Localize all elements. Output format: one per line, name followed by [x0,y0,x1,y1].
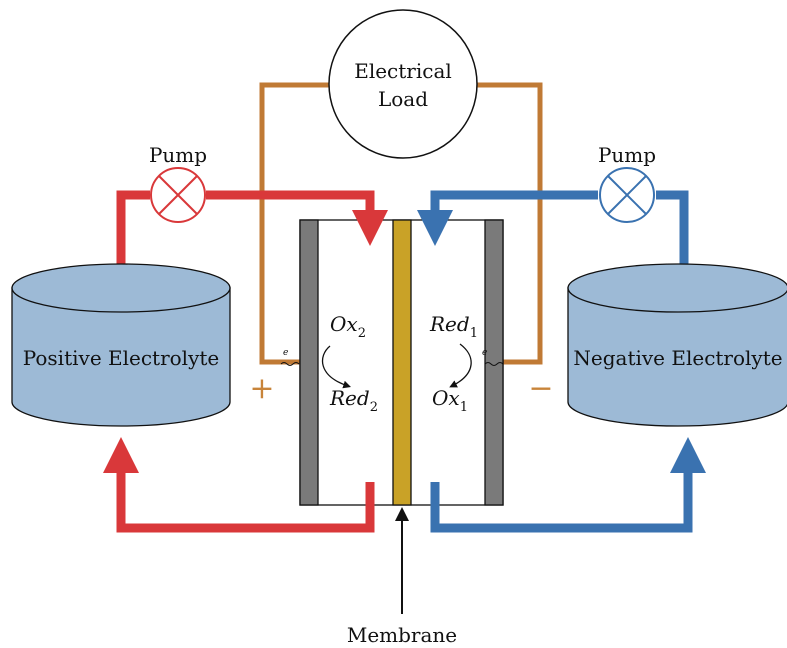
pump-left: Pump [149,143,207,223]
load-circuit [259,82,543,365]
negative-feed-pipe [417,190,598,246]
left-reaction-arrow [322,345,351,389]
tank-negative-label: Negative Electrolyte [573,346,782,370]
load-wire-positive [259,82,330,365]
positive-return-pipe [103,437,375,533]
right-reaction-bottom: Ox1 [432,386,468,415]
left-reaction-bottom: Red2 [329,386,378,415]
cell [299,219,504,506]
positive-feed-pipe [206,190,388,246]
positive-loop [103,190,388,533]
membrane [392,219,412,506]
left-reaction-top: Ox2 [330,312,366,341]
negative-loop [417,190,706,533]
electron-left: e [280,348,300,366]
pump-left-label: Pump [149,143,207,167]
negative-electrode [484,219,504,506]
terminal-negative-sign: − [528,371,553,406]
electron-right-label: e [482,348,487,358]
tank-positive-label: Positive Electrolyte [23,346,220,370]
load-wire-negative [476,82,543,365]
negative-supply-pipe [656,190,689,265]
tank-positive: Positive Electrolyte [11,263,231,427]
load-label-line1: Electrical [354,59,452,83]
membrane-label: Membrane [347,623,457,647]
terminal-positive-sign: + [249,371,274,406]
right-reaction-arrow [449,343,472,388]
pump-right: Pump [598,143,656,223]
pump-right-label: Pump [598,143,656,167]
right-reaction-top: Red1 [429,312,478,341]
electron-left-label: e [283,348,288,358]
negative-return-pipe [430,437,706,533]
electron-right: e [482,348,504,366]
positive-supply-pipe [116,190,150,265]
load-label-line2: Load [378,87,428,111]
tank-negative: Negative Electrolyte [567,263,787,427]
positive-electrode [299,219,319,506]
electrical-load: Electrical Load [328,9,478,159]
